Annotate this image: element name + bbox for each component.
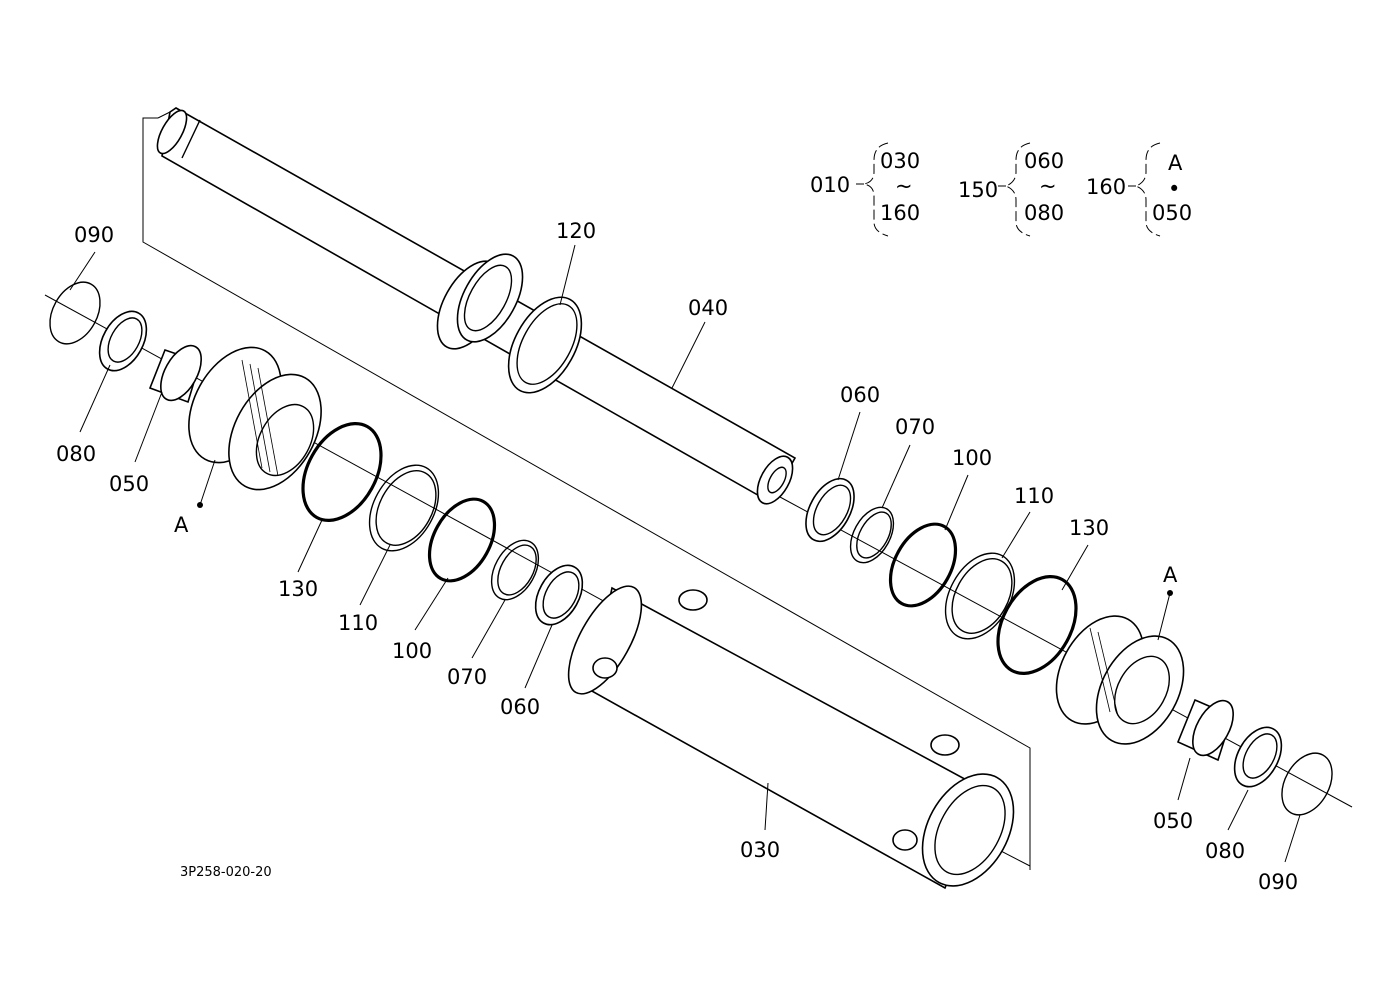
leader-lines bbox=[69, 244, 1301, 863]
assembly-outline bbox=[142, 111, 1031, 870]
part-labels: 090 080 050 A 130 110 100 070 060 120 04… bbox=[56, 219, 1298, 894]
label-060-left: 060 bbox=[500, 695, 540, 719]
legend-from-A: A bbox=[1168, 151, 1183, 175]
legend-sep-150: ~ bbox=[1039, 174, 1057, 198]
wiper-080-left bbox=[98, 310, 148, 372]
seal-070-right bbox=[849, 506, 895, 564]
piston-rod bbox=[156, 107, 797, 505]
label-130-left: 130 bbox=[278, 577, 318, 601]
label-100-right: 100 bbox=[952, 446, 992, 470]
legend-parent-160: 160 bbox=[1086, 175, 1126, 199]
label-130-right: 130 bbox=[1069, 516, 1109, 540]
label-070-left: 070 bbox=[447, 665, 487, 689]
snap-ring-090-left bbox=[49, 281, 101, 345]
seal-070-left bbox=[490, 539, 540, 601]
label-090-left: 090 bbox=[74, 223, 114, 247]
label-050-right: 050 bbox=[1153, 809, 1193, 833]
legend-from-030: 030 bbox=[880, 149, 920, 173]
legend-parent-010: 010 bbox=[810, 173, 850, 197]
o-ring-130-left bbox=[301, 422, 383, 522]
label-120: 120 bbox=[556, 219, 596, 243]
left-parts bbox=[49, 281, 584, 626]
right-parts bbox=[805, 477, 1333, 816]
label-110-right: 110 bbox=[1014, 484, 1054, 508]
label-110-left: 110 bbox=[338, 611, 378, 635]
o-ring-100-left bbox=[427, 497, 497, 583]
label-A-right: A bbox=[1163, 563, 1178, 587]
label-070-right: 070 bbox=[895, 415, 935, 439]
label-050-left: 050 bbox=[109, 472, 149, 496]
legend-sep-010: ~ bbox=[895, 174, 913, 198]
backup-ring-110-left bbox=[368, 464, 440, 552]
legend-to-050: 050 bbox=[1152, 201, 1192, 225]
label-080-left: 080 bbox=[56, 442, 96, 466]
label-030: 030 bbox=[740, 838, 780, 862]
legend: 010 030 ~ 160 150 060 ~ 080 160 A • 050 bbox=[810, 149, 1192, 225]
label-040: 040 bbox=[688, 296, 728, 320]
o-ring-130-right bbox=[996, 575, 1078, 675]
seal-060-right bbox=[805, 477, 855, 543]
legend-from-060: 060 bbox=[1024, 149, 1064, 173]
legend-sep-160: • bbox=[1168, 177, 1180, 201]
o-ring-100-right bbox=[888, 522, 958, 608]
cylinder-tube bbox=[567, 585, 1015, 890]
drawing-code: 3P258-020-20 bbox=[180, 865, 272, 880]
snap-ring-090-right bbox=[1281, 752, 1333, 816]
label-080-right: 080 bbox=[1205, 839, 1245, 863]
legend-to-160: 160 bbox=[880, 201, 920, 225]
label-090-right: 090 bbox=[1258, 870, 1298, 894]
legend-parent-150: 150 bbox=[958, 178, 998, 202]
legend-brackets bbox=[856, 142, 1161, 237]
ring-120 bbox=[507, 296, 583, 394]
label-060-right: 060 bbox=[840, 383, 880, 407]
wiper-080-right bbox=[1233, 726, 1283, 788]
label-A-left: A bbox=[174, 513, 189, 537]
label-100-left: 100 bbox=[392, 639, 432, 663]
legend-to-080: 080 bbox=[1024, 201, 1064, 225]
seal-060-left bbox=[534, 564, 584, 626]
